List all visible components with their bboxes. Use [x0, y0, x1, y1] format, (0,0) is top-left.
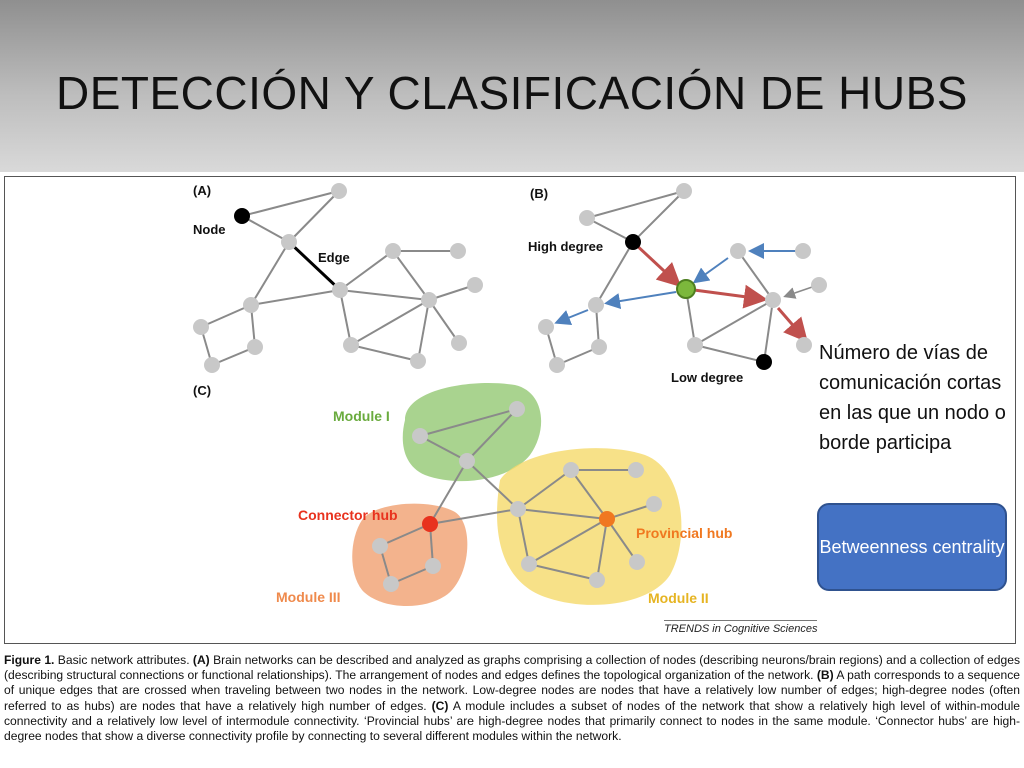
slide-title: DETECCIÓN Y CLASIFICACIÓN DE HUBS: [56, 67, 968, 119]
panel-b-label: (B): [530, 186, 548, 201]
connector-hub-node: [422, 516, 438, 532]
node-label: Node: [193, 222, 226, 237]
module-3-label: Module III: [276, 589, 341, 605]
caption-figure-label: Figure 1.: [4, 653, 55, 667]
low-degree-node: [756, 354, 772, 370]
module-3-blob: [352, 503, 468, 607]
panel-b-blue-arrows: [554, 243, 803, 325]
panel-c-nodes: [372, 401, 662, 592]
low-degree-label: Low degree: [671, 370, 743, 385]
panel-c-network: [379, 408, 655, 585]
caption-intro: Basic network attributes.: [54, 653, 193, 667]
panel-a-nodes: [193, 183, 483, 373]
panel-b-nodes: [538, 183, 827, 373]
panel-c-label: (C): [193, 383, 211, 398]
provincial-hub-label: Provincial hub: [636, 525, 732, 541]
caption-a-text: Brain networks can be described and anal…: [4, 653, 1020, 683]
caption-c-text: A module includes a subset of nodes of t…: [4, 698, 1020, 744]
high-degree-label: High degree: [528, 239, 603, 254]
panel-a-label: (A): [193, 183, 211, 198]
module-2-label: Module II: [648, 590, 709, 606]
highlighted-node: [234, 208, 250, 224]
caption-b-label: (B): [816, 668, 834, 683]
connector-hub-label: Connector hub: [298, 507, 398, 523]
slide-header: [0, 0, 1024, 172]
provincial-hub-node: [599, 511, 615, 527]
highlighted-edge: [287, 240, 342, 292]
high-degree-node: [625, 234, 641, 250]
figure-caption: Figure 1. Basic network attributes. (A) …: [4, 653, 1020, 744]
module-1-blob: [402, 383, 542, 482]
panel-b-path: [631, 240, 808, 343]
caption-b-text: A path corresponds to a sequence of uniq…: [4, 668, 1020, 713]
side-description: Número de vías de comunicación cortas en…: [819, 342, 1006, 454]
module-1-label: Module I: [333, 408, 390, 424]
panel-a-network: [200, 190, 476, 366]
edge-label: Edge: [318, 250, 350, 265]
caption-a-label: (A): [192, 653, 210, 667]
green-hub-node: [676, 279, 696, 299]
figure-credit: TRENDS in Cognitive Sciences: [664, 620, 818, 635]
betweenness-centrality-button[interactable]: Betweenness centrality: [817, 503, 1007, 591]
caption-c-label: (C): [431, 698, 449, 713]
betweenness-centrality-label: Betweenness centrality: [819, 537, 1005, 557]
